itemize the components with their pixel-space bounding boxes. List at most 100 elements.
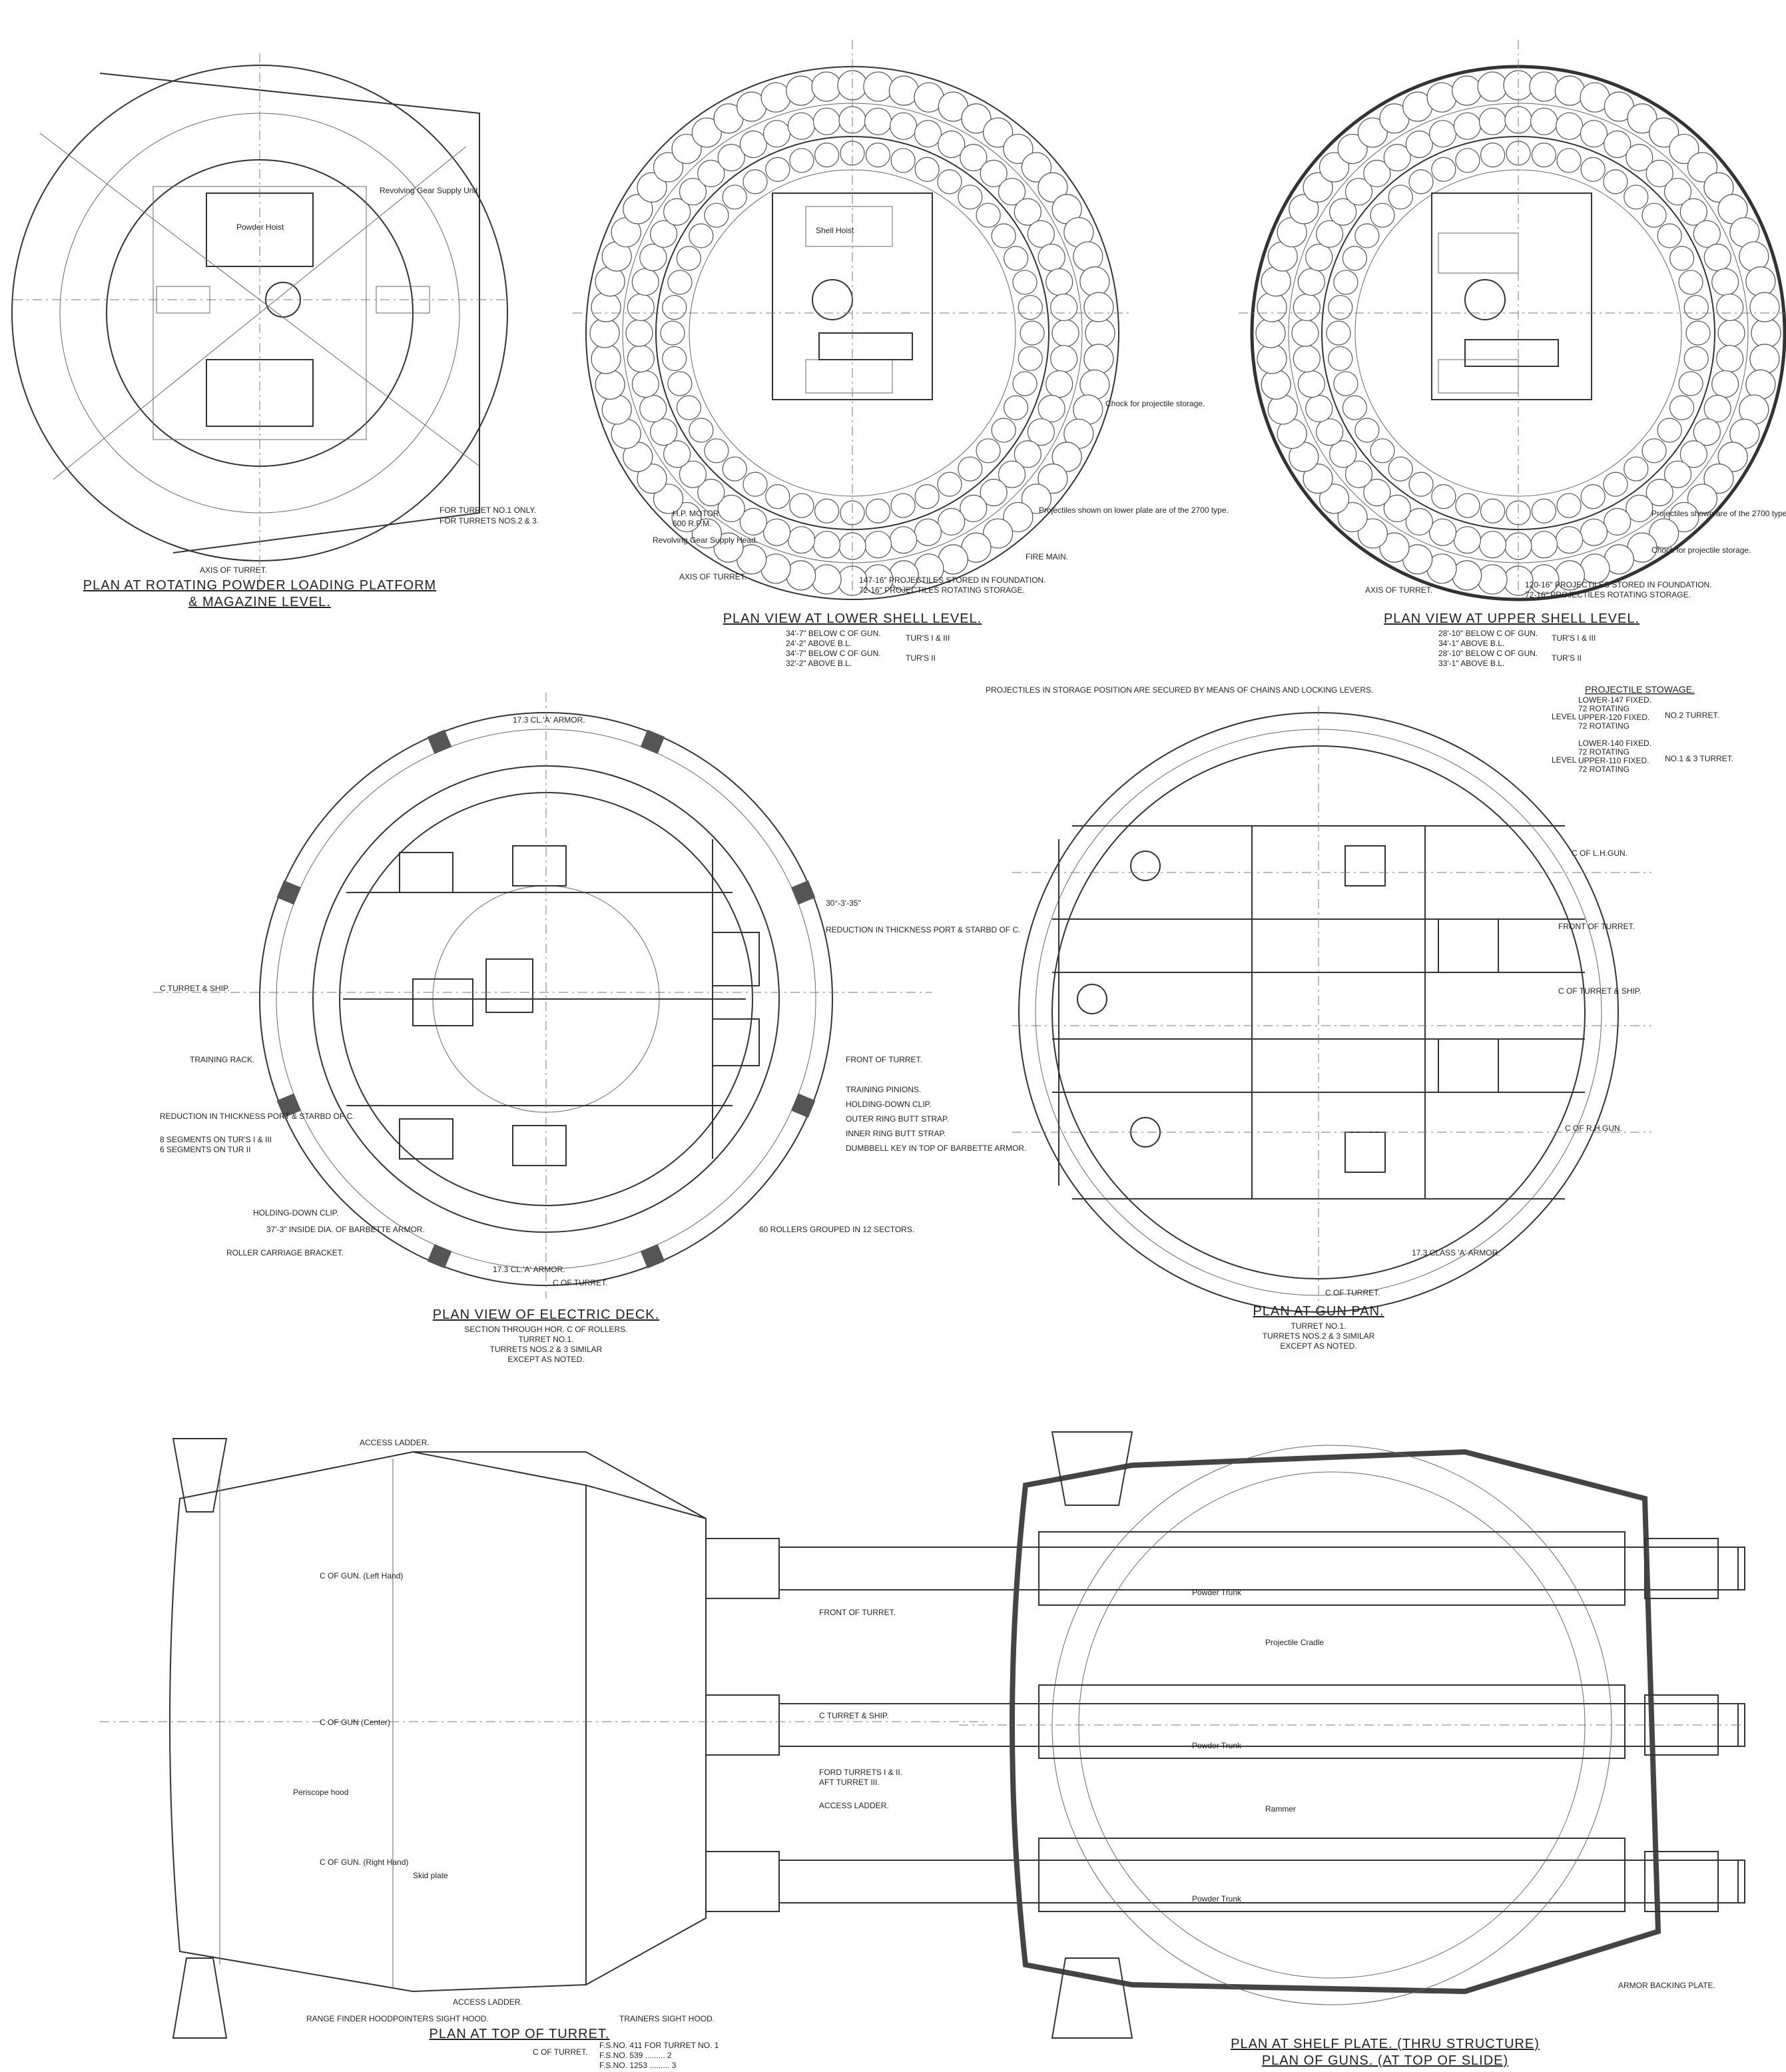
projectile-icon [958, 456, 983, 482]
projectile-icon [789, 148, 814, 173]
projectile-icon [1687, 152, 1718, 182]
projectile-icon [1342, 246, 1367, 271]
projectile-icon [787, 526, 816, 554]
label: 28'-10" BELOW C OF GUN. [1438, 649, 1538, 658]
machinery [1344, 845, 1386, 886]
label: 60 ROLLERS GROUPED IN 12 SECTORS. [759, 1225, 914, 1234]
label: C TURRET & SHIP. [160, 984, 230, 993]
projectile-icon [1669, 395, 1695, 420]
projectile-stowage-table: PROJECTILE STOWAGE. LEVEL LEVEL LOWER-14… [1552, 684, 1733, 774]
projectile-icon [1428, 518, 1457, 546]
view-caption: PLAN VIEW AT LOWER SHELL LEVEL. [723, 611, 982, 626]
projectile-icon [662, 346, 687, 372]
label: LEVEL [1552, 755, 1577, 765]
label: C OF TURRET & SHIP. [1558, 986, 1641, 996]
label: INNER RING BUTT STRAP. [846, 1129, 946, 1138]
label: POINTERS SIGHT HOOD. [393, 2014, 489, 2023]
projectile-icon [671, 133, 702, 165]
motor [1464, 339, 1559, 367]
projectile-icon [865, 143, 891, 168]
projectile-icon [739, 131, 767, 159]
projectile-icon [1657, 418, 1682, 443]
projectile-icon [1663, 178, 1692, 206]
projectile-icon [812, 531, 841, 559]
projectile-icon [650, 418, 678, 446]
projectile-icon [653, 152, 684, 182]
projectile-icon [1624, 456, 1649, 482]
projectile-icon [980, 478, 1008, 507]
projectile-icon [765, 484, 790, 510]
projectile-icon [601, 394, 632, 425]
label: OUTER RING BUTT STRAP. [846, 1114, 949, 1124]
projectile-icon [1370, 438, 1395, 464]
label: TUR'S I & III [1552, 633, 1596, 643]
projectile-icon [1388, 184, 1413, 210]
projectile-icon [1678, 270, 1703, 295]
projectile-icon [1687, 484, 1718, 514]
projectile-icon [1751, 318, 1781, 348]
label: Shell Hoist [816, 226, 854, 235]
gun-barrel [778, 1703, 1745, 1747]
view-upper-shell: AXIS OF TURRET. 120-16" PROJECTILES STOR… [1239, 40, 1786, 668]
projectile-icon [1328, 346, 1353, 372]
projectile-icon [1580, 553, 1610, 584]
projectile-icon [1703, 243, 1731, 272]
projectile-icon [1530, 107, 1558, 135]
projectile-icon [1038, 464, 1068, 494]
projectile-icon [762, 120, 791, 148]
projectile-icon [814, 498, 840, 523]
projectile-icon [1388, 456, 1413, 482]
projectile-icon [697, 478, 725, 507]
label: Projectiles shown on lower plate are of … [1039, 506, 1229, 515]
projectile-icon [1703, 464, 1734, 494]
label: PROJECTILES IN STORAGE POSITION ARE SECU… [986, 685, 1373, 695]
projectile-icon [864, 531, 892, 559]
projectile-icon [1739, 241, 1769, 272]
label: PROJECTILE STOWAGE. [1585, 684, 1695, 695]
projectile-icon [1478, 107, 1507, 135]
label: TRAINERS SIGHT HOOD. [619, 2014, 715, 2023]
projectile-icon [864, 107, 892, 135]
label: FRONT OF TURRET. [819, 1608, 896, 1617]
projectile-icon [1679, 198, 1707, 226]
projectile-icon [591, 344, 621, 374]
projectile-icon [691, 518, 722, 549]
gun-barrel [1717, 1860, 1739, 1903]
projectile-icon [1293, 344, 1321, 373]
label: FOR TURRET NO.1 ONLY. [440, 506, 536, 515]
projectile-icon [1711, 268, 1739, 296]
label: 37'-3" INSIDE DIA. OF BARBETTE ARMOR. [266, 1225, 425, 1234]
label: 8 SEGMENTS ON TUR'S I & III [160, 1135, 272, 1144]
projectile-icon [1717, 319, 1745, 347]
view-caption: PLAN VIEW AT UPPER SHELL LEVEL. [1384, 611, 1639, 626]
projectile-icon [1021, 152, 1052, 182]
projectile-icon [1303, 464, 1333, 494]
projectile-icon [1038, 394, 1065, 423]
view-caption: PLAN VIEW OF ELECTRIC DECK. [433, 1307, 659, 1322]
projectile-icon [1038, 243, 1065, 272]
label: TUR'S II [1552, 653, 1582, 663]
projectile-icon [676, 246, 701, 271]
label: TRAINING RACK. [190, 1055, 254, 1064]
projectile-icon [765, 157, 790, 182]
projectile-icon [1455, 493, 1480, 518]
label: LOWER-147 FIXED. [1578, 695, 1651, 705]
projectile-icon [914, 484, 940, 510]
label: C OF GUN. (Left Hand) [320, 1571, 403, 1580]
shell-hoist [805, 359, 893, 394]
label: H.P. MOTOR. [673, 509, 721, 518]
projectile-icon [1745, 266, 1776, 297]
projectile-icon [1641, 202, 1667, 228]
label: Chock for projectile storage. [1651, 545, 1751, 555]
projectile-icon [1716, 344, 1744, 373]
projectile-icon [1480, 498, 1506, 523]
projectile-icon [1316, 418, 1344, 446]
label: 147-16" PROJECTILES STORED IN FOUNDATION… [859, 575, 1046, 585]
projectile-icon [1531, 498, 1557, 523]
projectile-icon [1012, 371, 1038, 396]
projectile-icon [762, 518, 791, 546]
construction-line [53, 146, 467, 480]
projectile-icon [1453, 112, 1482, 140]
range-finder-arm [172, 1957, 228, 2039]
projectile-icon [1649, 518, 1679, 549]
